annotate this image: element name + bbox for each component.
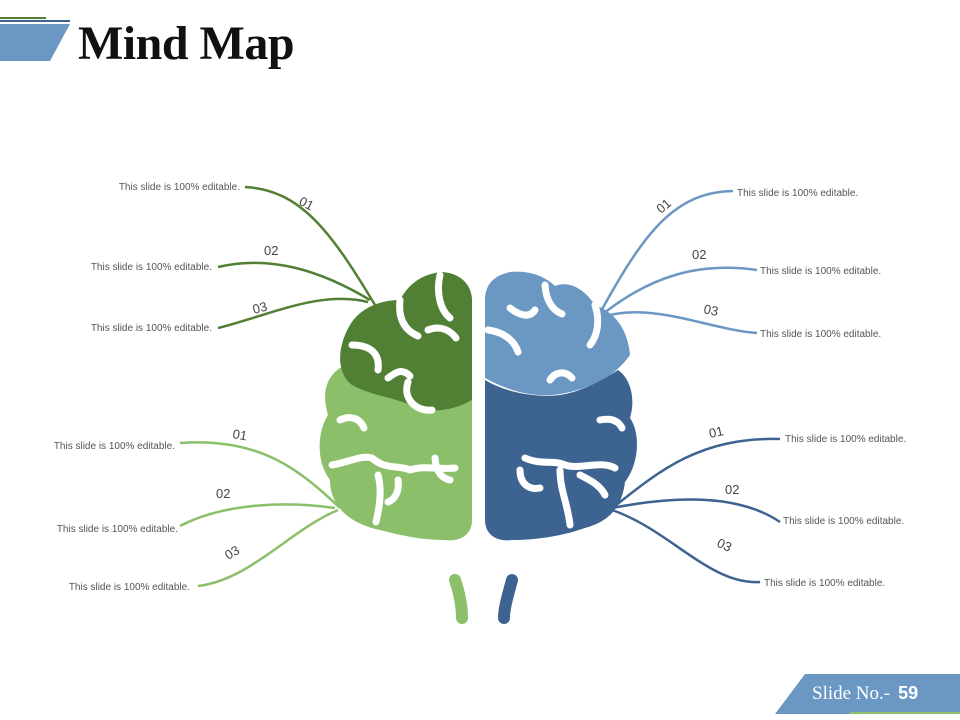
branch-line-ul-1 <box>244 185 377 306</box>
branch-text-ur-2: This slide is 100% editable. <box>760 266 881 277</box>
branch-number-ur-3: 03 <box>702 301 719 319</box>
branch-number-lr-2: 02 <box>725 482 739 497</box>
branch-text-ul-1: This slide is 100% editable. <box>119 182 240 193</box>
brain-lobe-lower-right <box>485 370 637 541</box>
slide-number-label: Slide No.- <box>812 683 891 704</box>
brain-illustration <box>319 271 637 624</box>
branch-number-ur-2: 02 <box>692 247 706 262</box>
branch-text-ll-2: This slide is 100% editable. <box>57 524 178 535</box>
branch-line-ll-3 <box>197 508 339 588</box>
branch-line-ur-1 <box>593 189 734 323</box>
branch-line-ur-2 <box>597 266 758 319</box>
branch-number-ll-2: 02 <box>216 486 230 501</box>
slide-number: Slide No.- 59 <box>812 683 918 705</box>
branch-number-lr-3: 03 <box>715 535 734 555</box>
header-banner-shape <box>0 17 70 61</box>
branch-line-ul-2 <box>217 261 371 302</box>
branch-number-ll-3: 03 <box>222 542 242 562</box>
branch-text-ll-1: This slide is 100% editable. <box>54 441 175 452</box>
branch-text-ul-3: This slide is 100% editable. <box>91 323 212 334</box>
branch-line-ll-1 <box>179 441 341 509</box>
branch-line-lr-3 <box>611 508 761 584</box>
brain-lobe-upper-right <box>485 271 630 396</box>
branch-line-ul-3 <box>217 297 369 330</box>
branch-lines <box>179 185 781 588</box>
branch-number-ul-3: 03 <box>251 299 269 317</box>
branch-text-lr-2: This slide is 100% editable. <box>783 516 904 527</box>
brain-stem-right <box>498 574 518 624</box>
branch-number-ll-1: 01 <box>231 426 248 443</box>
branch-number-lr-1: 01 <box>708 423 725 441</box>
branch-text-ul-2: This slide is 100% editable. <box>91 262 212 273</box>
branch-number-ul-1: 01 <box>297 193 317 213</box>
brain-stem-left <box>449 574 468 624</box>
branch-number-ul-2: 02 <box>264 243 278 258</box>
slide-number-value: 59 <box>898 683 919 703</box>
branch-text-lr-1: This slide is 100% editable. <box>785 434 906 445</box>
branch-text-ll-3: This slide is 100% editable. <box>69 582 190 593</box>
branch-text-ur-1: This slide is 100% editable. <box>737 188 858 199</box>
branch-text-ur-3: This slide is 100% editable. <box>760 329 881 340</box>
slide-number-tab <box>775 674 960 714</box>
branch-line-lr-1 <box>609 437 781 511</box>
page-title: Mind Map <box>78 17 295 70</box>
branch-text-lr-3: This slide is 100% editable. <box>764 578 885 589</box>
branch-line-ur-3 <box>599 311 758 335</box>
branch-line-lr-2 <box>611 498 781 524</box>
branch-line-ll-2 <box>179 503 336 528</box>
